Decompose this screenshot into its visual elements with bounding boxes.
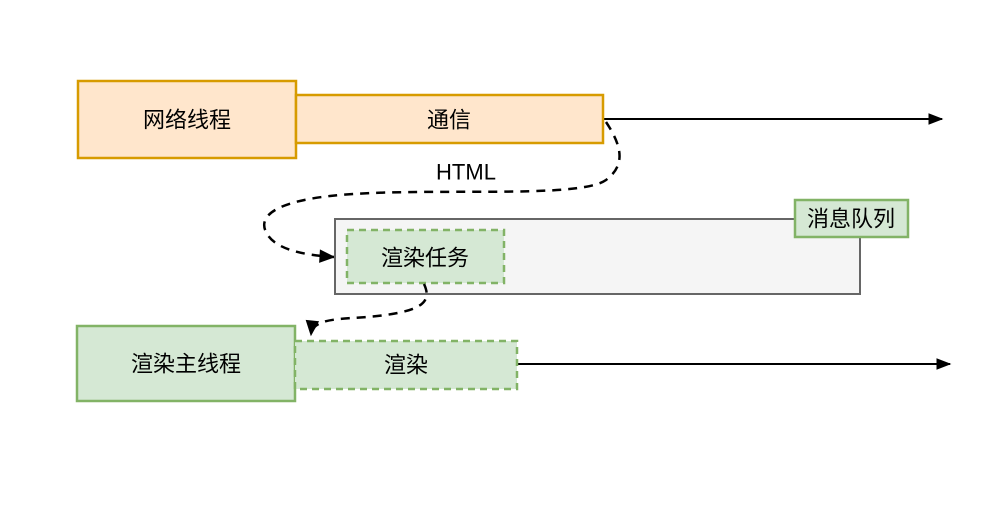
communication-label: 通信: [427, 108, 471, 133]
render-task-box: [345, 228, 506, 285]
message-queue-tag-label: 消息队列: [807, 207, 895, 232]
html-flow-dashed-arrow: [263, 121, 621, 263]
message-queue-tag-box: [793, 198, 910, 239]
render-main-thread-label: 渲染主线程: [131, 352, 241, 377]
render-label: 渲染: [384, 353, 428, 378]
html-annotation-label: HTML: [436, 160, 496, 185]
network-thread-label: 网络线程: [143, 108, 231, 133]
communication-box: [294, 93, 605, 145]
render-main-thread-box: [75, 324, 297, 403]
render-task-label: 渲染任务: [381, 246, 469, 271]
render-box: [293, 339, 519, 391]
